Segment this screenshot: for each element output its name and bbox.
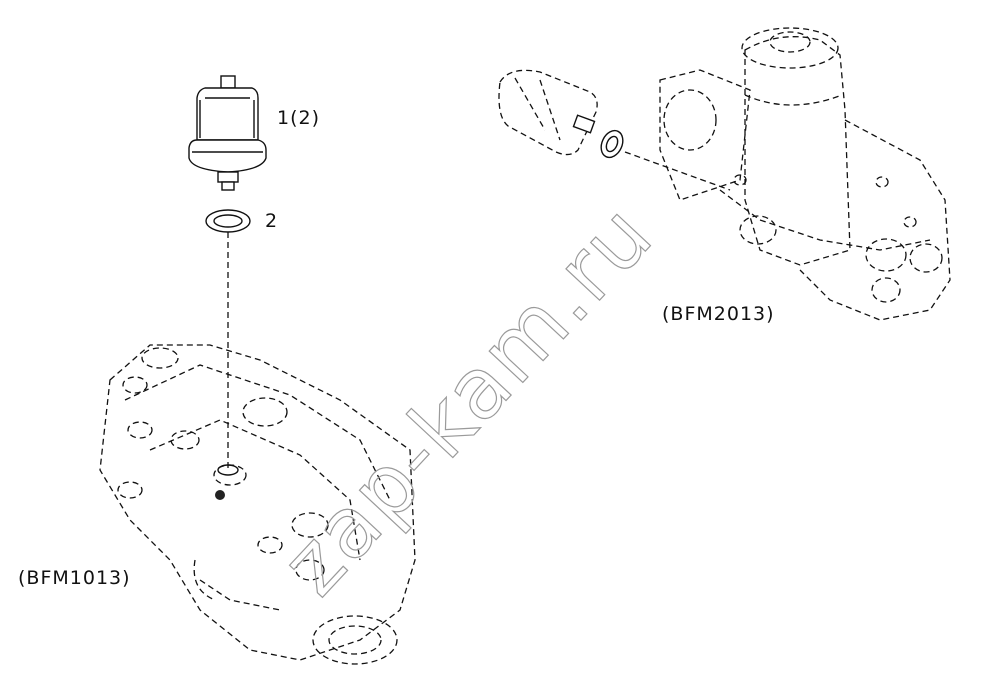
oil-pressure-switch-bfm2013 xyxy=(498,69,624,159)
label-bfm2013: (BFM2013) xyxy=(662,303,775,325)
sealing-ring xyxy=(205,209,251,233)
bfm2013-housing xyxy=(659,27,951,321)
bfm1013-housing xyxy=(99,344,416,665)
oil-pressure-sender xyxy=(188,75,267,191)
callout-1-2: 1(2) xyxy=(277,107,320,129)
assembly-line-right xyxy=(624,151,731,191)
watermark: zap-kam.ru xyxy=(263,185,672,613)
label-bfm1013: (BFM1013) xyxy=(18,567,131,589)
callout-2: 2 xyxy=(265,210,278,232)
